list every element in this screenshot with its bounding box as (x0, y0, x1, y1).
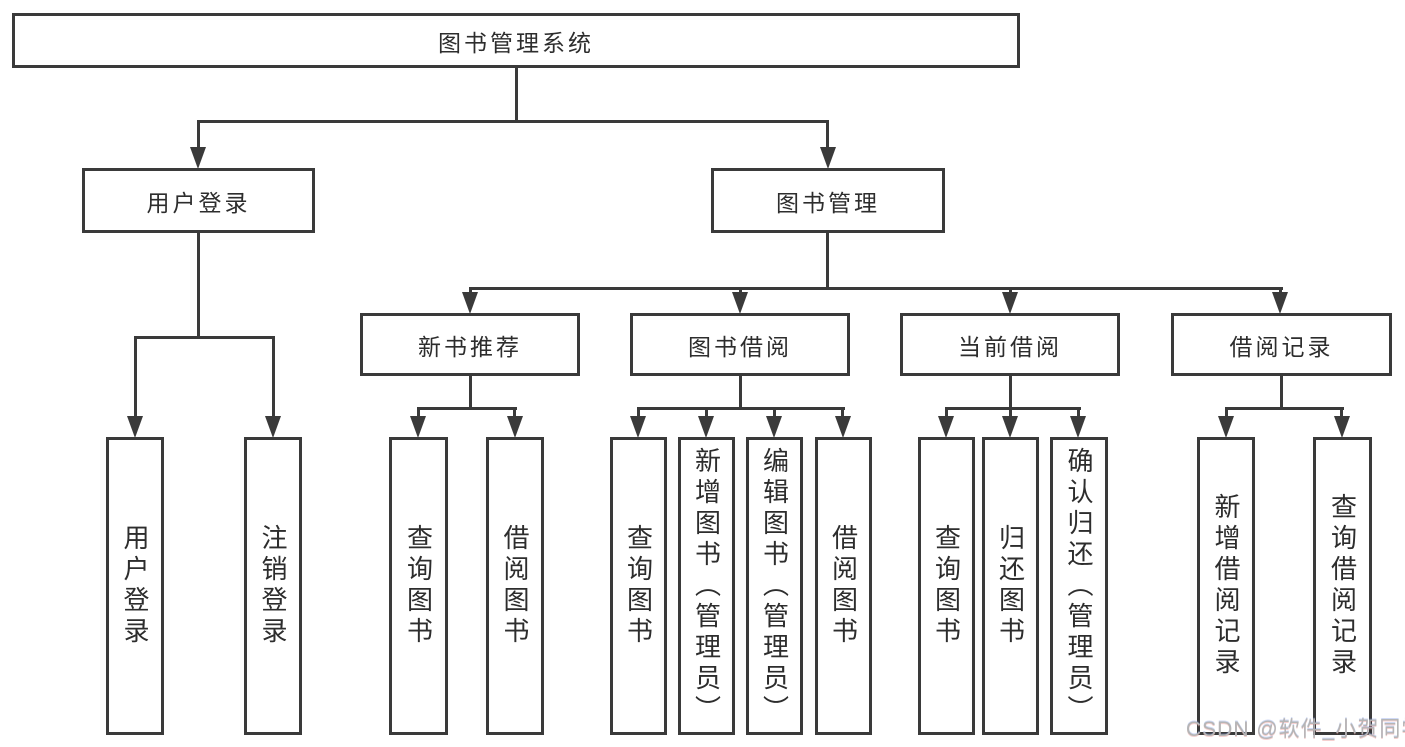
connector-line (197, 233, 200, 339)
leaf-label: 查询借阅记录 (1327, 493, 1358, 679)
leaf-label: 查询图书 (403, 524, 434, 648)
connector-line (1009, 376, 1012, 410)
arrow-down-icon (698, 416, 714, 438)
connector-line (945, 407, 1081, 410)
connector-line (134, 336, 137, 420)
leaf-label: 注销登录 (258, 524, 288, 648)
connector-line (469, 287, 1283, 290)
arrow-down-icon (820, 147, 836, 169)
leaf-label: 借阅图书 (500, 524, 530, 648)
arrow-down-icon (1002, 416, 1018, 438)
leaf-label: 编辑图书（管理员） (759, 446, 790, 726)
arrow-down-icon (938, 416, 954, 438)
arrow-down-icon (1218, 416, 1234, 438)
arrow-down-icon (190, 147, 206, 169)
connector-line (1340, 407, 1343, 420)
node-label: 图书借阅 (688, 333, 792, 360)
connector-line (1077, 407, 1080, 420)
node-user-login: 用户登录 (82, 168, 315, 233)
connector-line (773, 407, 776, 420)
arrow-down-icon (265, 416, 281, 438)
arrow-down-icon (766, 416, 782, 438)
node-label: 图书管理系统 (438, 29, 594, 56)
arrow-down-icon (732, 292, 748, 314)
leaf-borrow-query-books: 查询图书 (610, 437, 667, 735)
node-label: 当前借阅 (958, 333, 1062, 360)
connector-line (134, 336, 275, 339)
connector-line (513, 407, 516, 420)
arrow-down-icon (1002, 292, 1018, 314)
leaf-borrow-borrow-books: 借阅图书 (815, 437, 872, 735)
leaf-user-login: 用户登录 (106, 437, 164, 735)
leaf-logout: 注销登录 (244, 437, 302, 735)
connector-line (417, 407, 517, 410)
arrow-down-icon (630, 416, 646, 438)
leaf-newbook-borrow-books: 借阅图书 (486, 437, 544, 735)
connector-line (841, 407, 844, 420)
connector-line (469, 376, 472, 410)
leaf-label: 新增图书（管理员） (691, 446, 722, 726)
node-label: 借阅记录 (1229, 333, 1334, 360)
node-label: 用户登录 (146, 189, 251, 216)
connector-line (515, 68, 518, 123)
node-library-management-system: 图书管理系统 (12, 13, 1020, 68)
connector-line (1279, 287, 1282, 296)
leaf-current-query-books: 查询图书 (918, 437, 975, 735)
arrow-down-icon (1334, 416, 1350, 438)
leaf-label: 归还图书 (995, 524, 1026, 648)
leaf-label: 新增借阅记录 (1211, 493, 1241, 679)
leaf-newbook-query-books: 查询图书 (389, 437, 448, 735)
connector-line (1225, 407, 1344, 410)
leaf-label: 借阅图书 (828, 524, 859, 648)
connector-line (826, 233, 829, 290)
leaf-label: 查询图书 (931, 524, 962, 648)
leaf-borrow-edit-books-admin: 编辑图书（管理员） (746, 437, 803, 735)
arrow-down-icon (507, 416, 523, 438)
connector-line (739, 287, 742, 296)
leaf-records-query-borrow-record: 查询借阅记录 (1313, 437, 1372, 735)
connector-line (197, 120, 829, 123)
connector-line (417, 407, 420, 420)
leaf-label: 用户登录 (120, 524, 150, 648)
connector-line (1280, 376, 1283, 410)
connector-line (272, 336, 275, 420)
connector-line (469, 287, 472, 296)
leaf-borrow-add-books-admin: 新增图书（管理员） (678, 437, 735, 735)
leaf-current-confirm-return-admin: 确认归还（管理员） (1050, 437, 1108, 735)
node-label: 新书推荐 (418, 333, 522, 360)
leaf-label: 确认归还（管理员） (1064, 446, 1094, 726)
connector-line (197, 120, 200, 150)
node-borrow-records: 借阅记录 (1171, 313, 1392, 376)
connector-line (1225, 407, 1228, 420)
connector-line (826, 120, 829, 150)
node-book-borrow: 图书借阅 (630, 313, 850, 376)
connector-line (637, 407, 845, 410)
node-current-borrow: 当前借阅 (900, 313, 1120, 376)
connector-line (1009, 287, 1012, 296)
arrow-down-icon (835, 416, 851, 438)
arrow-down-icon (127, 416, 143, 438)
connector-line (705, 407, 708, 420)
arrow-down-icon (1272, 292, 1288, 314)
arrow-down-icon (1070, 416, 1086, 438)
connector-line (739, 376, 742, 410)
connector-line (945, 407, 948, 420)
node-book-management: 图书管理 (711, 168, 945, 233)
node-new-book-recommend: 新书推荐 (360, 313, 580, 376)
node-label: 图书管理 (776, 189, 880, 216)
connector-line (637, 407, 640, 420)
arrow-down-icon (410, 416, 426, 438)
leaf-label: 查询图书 (623, 524, 654, 648)
connector-line (1009, 407, 1012, 420)
leaf-records-add-borrow-record: 新增借阅记录 (1197, 437, 1255, 735)
leaf-current-return-books: 归还图书 (982, 437, 1039, 735)
arrow-down-icon (462, 292, 478, 314)
csdn-watermark: CSDN @软件_小贺同学 (1186, 718, 1405, 741)
